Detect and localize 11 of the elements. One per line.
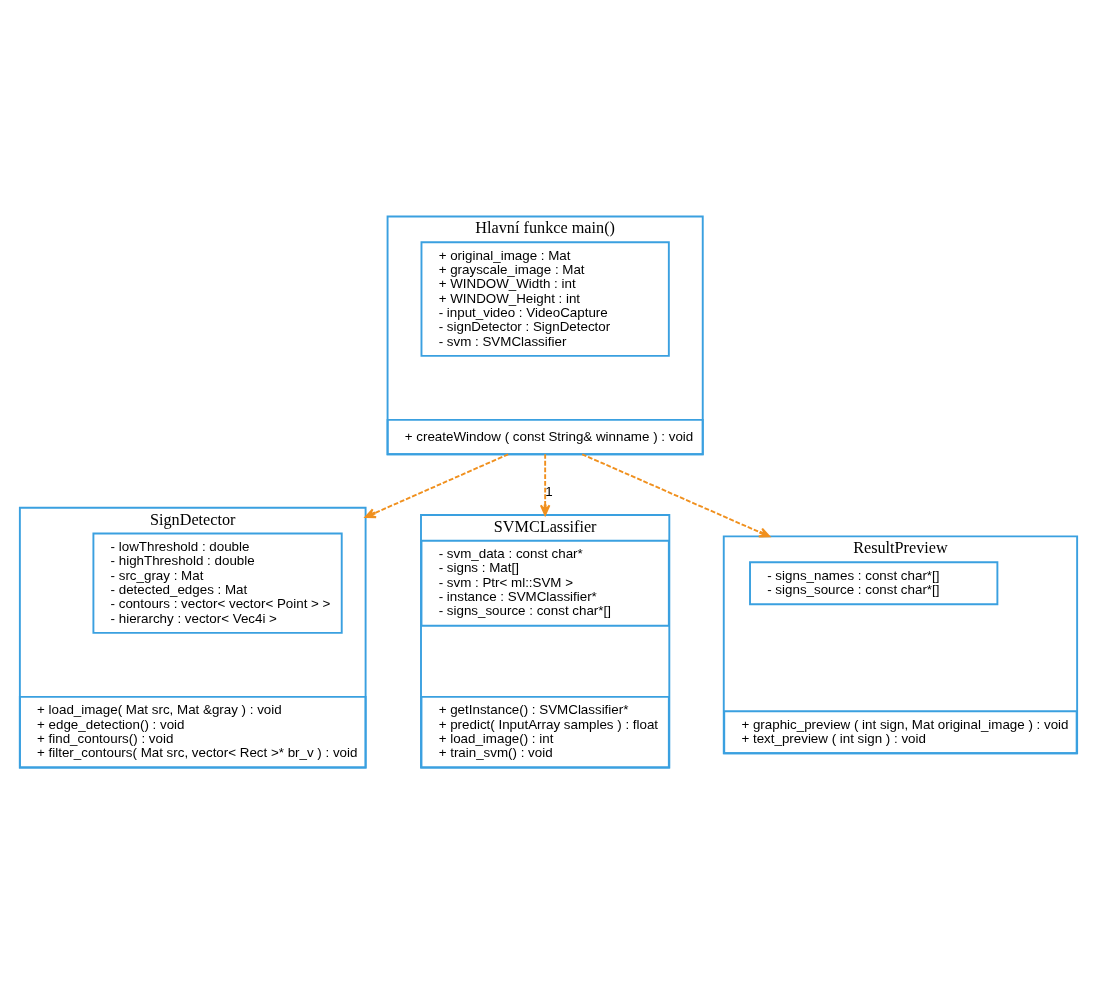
node-box: + load_image( Mat src, Mat &gray ) : void + edge_detection() : void + find_contours() : void + filter_contours( Mat src, vector< Rect >* br_v ) : void bbox=[18, 695, 367, 768]
arrow bbox=[539, 452, 551, 516]
node-box: + getInstance() : SVMClassifier* + predict( InputArray samples ) : float + load_image() : int + train_svm() : void bbox=[420, 695, 670, 768]
node-box: + original_image : Mat + grayscale_image : Mat + WINDOW_Width : int + WINDOW_Height : int - input_video : VideoCapture - signDetector : SignDetector - svm : SVMClassifier bbox=[420, 240, 670, 357]
node-box: + createWindow ( const String& winname ) : void bbox=[386, 418, 704, 455]
node-box: + graphic_preview ( int sign, Mat original_image ) : void + text_preview ( int sign ) : void bbox=[723, 709, 1078, 754]
node-box: - svm_data : const char* - signs : Mat[] - svm : Ptr< ml::SVM > - instance : SVMClassifier* - signs_source : const char*[] bbox=[420, 539, 670, 627]
edge-label: 1 bbox=[545, 483, 553, 499]
arrow bbox=[364, 452, 510, 518]
node-box: - signs_names : const char*[] - signs_source : const char*[] bbox=[749, 560, 999, 605]
node-box: - lowThreshold : double - highThreshold : double - src_gray : Mat - detected_edges : Mat - contours : vector< vector< Point > > - hierarchy : vector< Vec4i > bbox=[92, 532, 343, 634]
